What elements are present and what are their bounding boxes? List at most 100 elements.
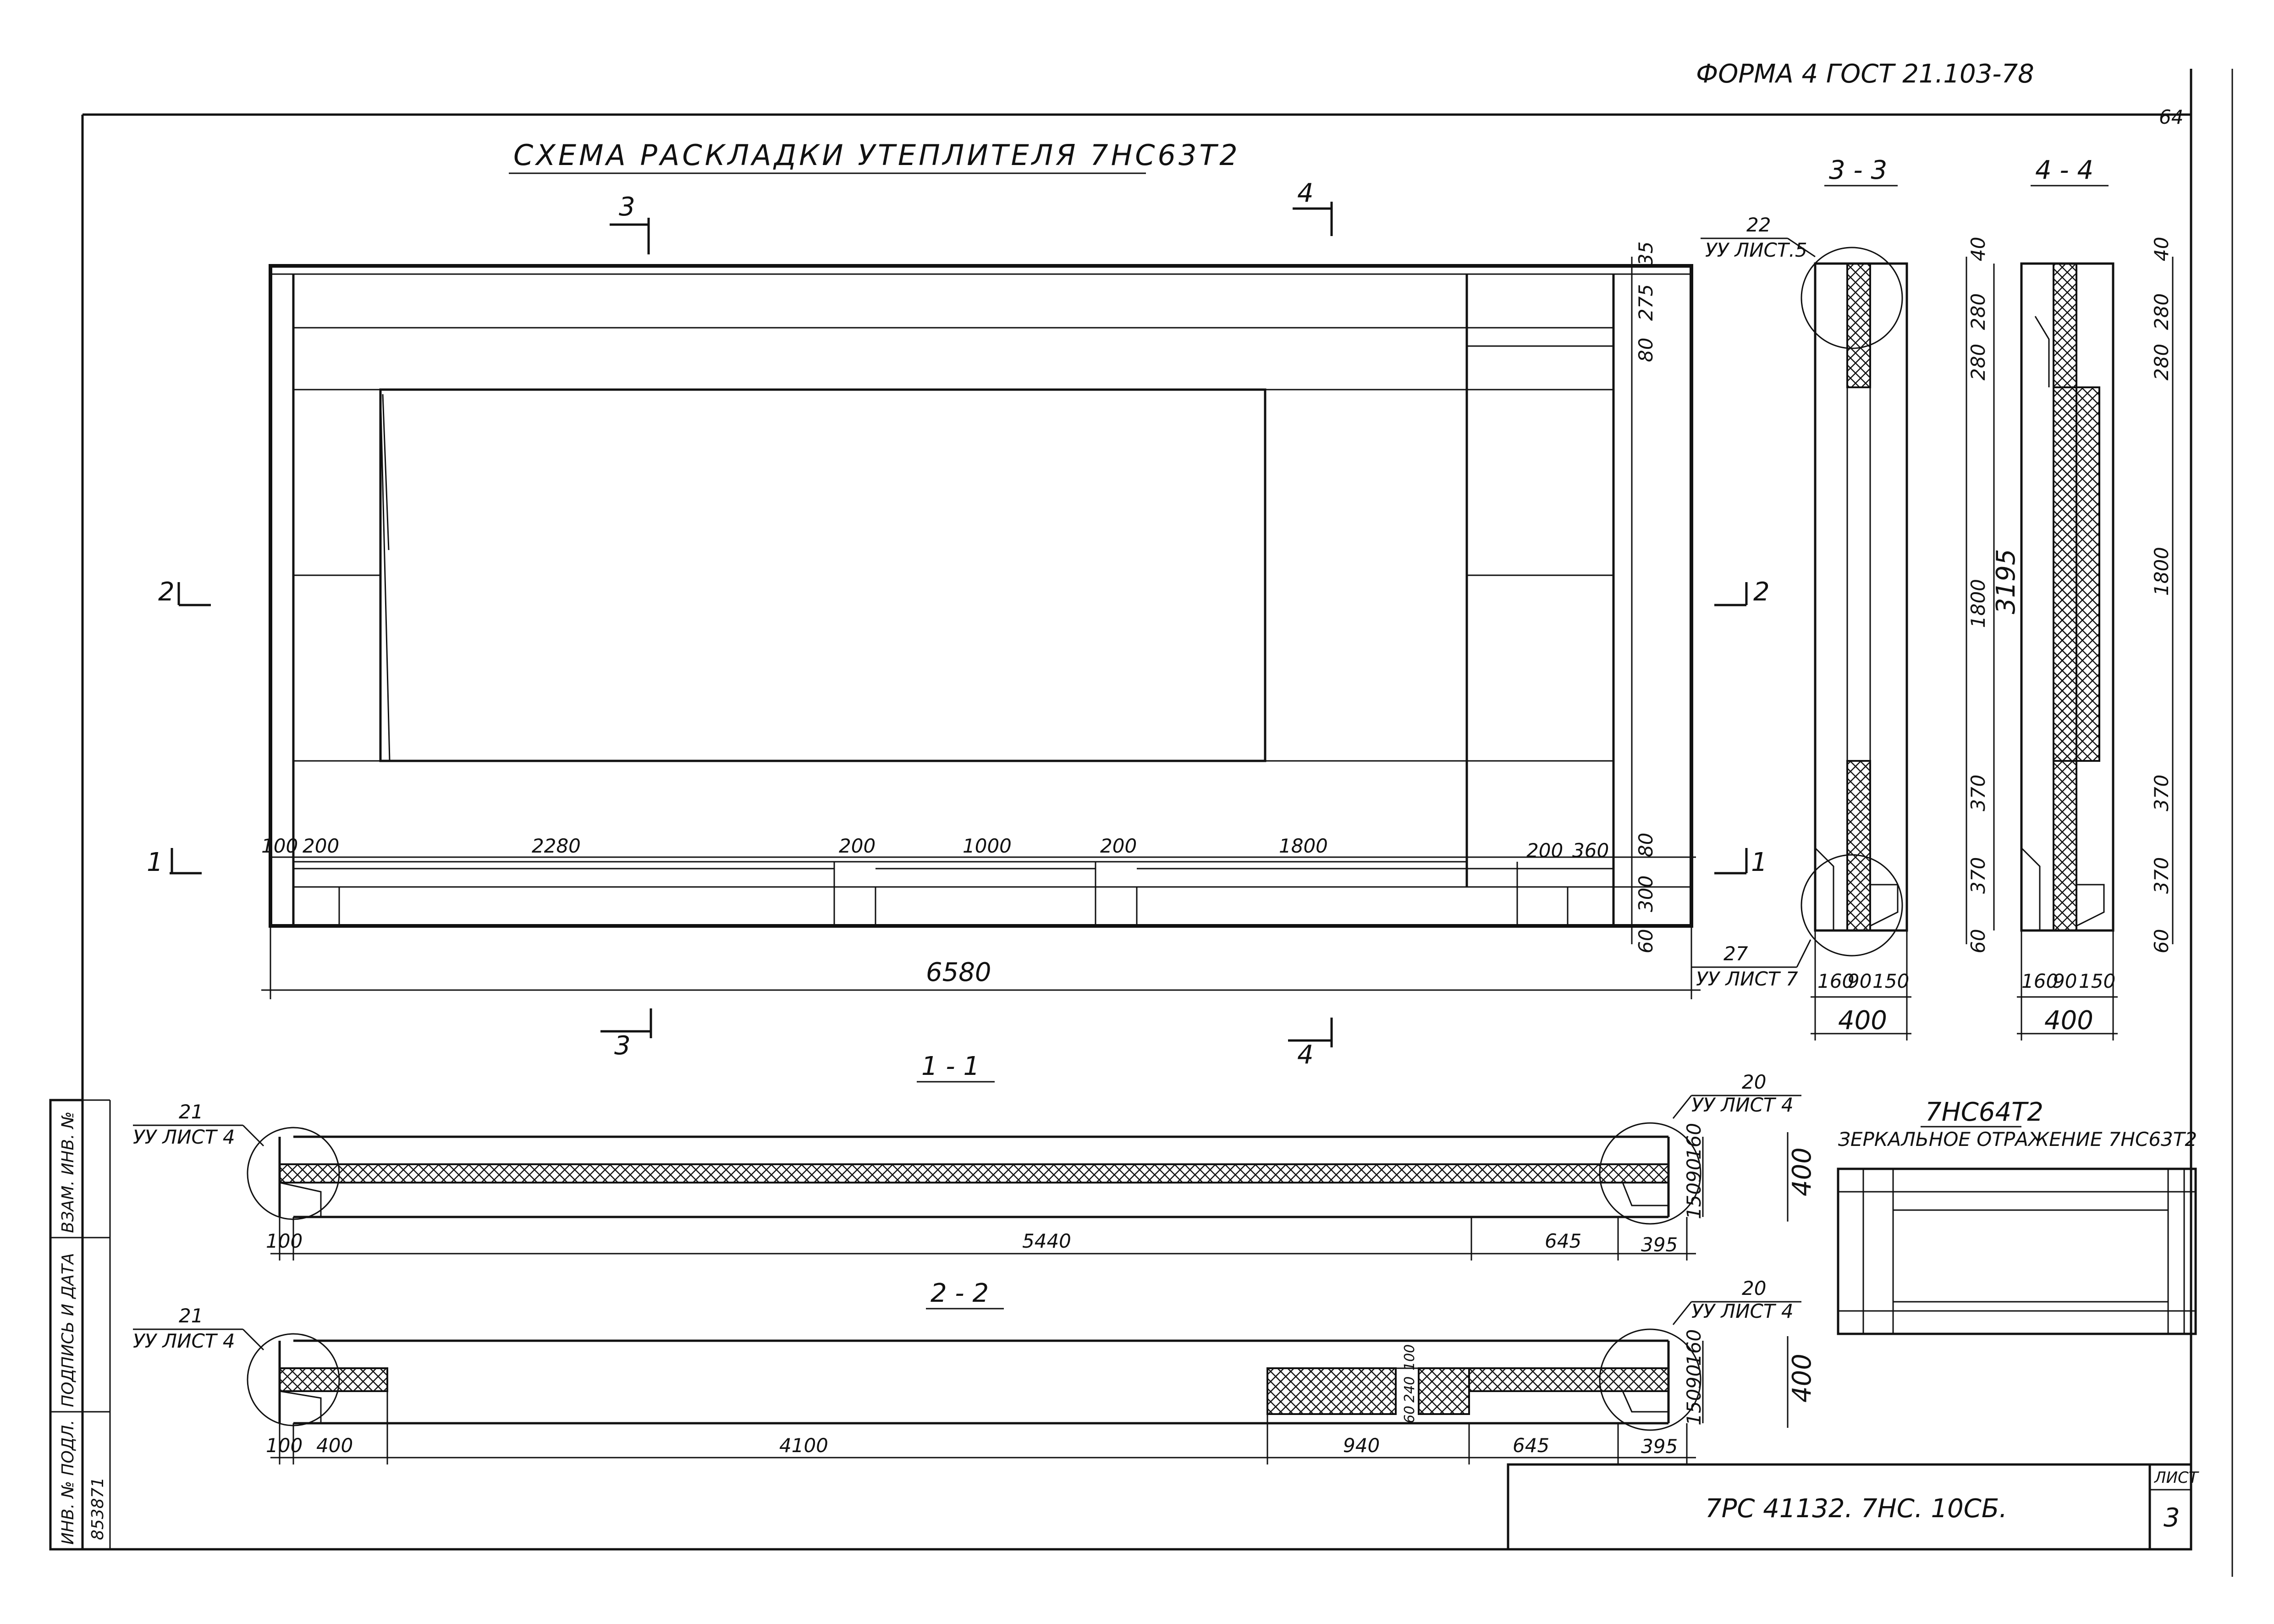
sheet-frame <box>81 69 2233 1577</box>
section-1-1: 1 - 1 21 УУ ЛИСТ 4 20 УУ ЛИСТ 4 150 90 1… <box>133 1051 1817 1261</box>
panel-plan-view: СХЕМА РАСКЛАДКИ УТЕПЛИТЕЛЯ 7НС63Т2 <box>147 138 1770 1070</box>
sec11-title: 1 - 1 <box>921 1051 980 1081</box>
svg-text:150: 150 <box>1872 970 1909 992</box>
svg-text:27: 27 <box>1723 942 1748 965</box>
svg-text:645: 645 <box>1513 1434 1549 1457</box>
svg-text:60: 60 <box>1635 929 1657 953</box>
strip-inv-orig: ИНВ. № ПОДЛ. <box>59 1420 77 1545</box>
svg-text:150: 150 <box>1683 1183 1705 1219</box>
svg-text:395: 395 <box>1641 1233 1678 1256</box>
svg-text:400: 400 <box>1787 1354 1817 1403</box>
svg-text:100: 100 <box>1402 1344 1418 1371</box>
svg-text:160: 160 <box>1683 1123 1705 1160</box>
svg-text:УУ ЛИСТ 7: УУ ЛИСТ 7 <box>1696 968 1798 990</box>
svg-text:2: 2 <box>158 577 175 607</box>
svg-text:275: 275 <box>1635 284 1657 321</box>
svg-text:5440: 5440 <box>1022 1230 1071 1252</box>
svg-text:280: 280 <box>2150 344 2173 380</box>
svg-text:160: 160 <box>1683 1329 1705 1366</box>
mirror-panel-note: 7НС64Т2 ЗЕРКАЛЬНОЕ ОТРАЖЕНИЕ 7НС63Т2 <box>1837 1097 2197 1335</box>
svg-text:370: 370 <box>2150 775 2173 811</box>
svg-text:400: 400 <box>1838 1006 1887 1035</box>
svg-text:1000: 1000 <box>963 835 1012 857</box>
svg-text:60: 60 <box>2150 929 2173 953</box>
svg-text:200: 200 <box>303 835 339 857</box>
form-header: ФОРМА 4 ГОСТ 21.103-78 <box>1696 59 2034 89</box>
svg-text:90: 90 <box>1683 1158 1705 1183</box>
svg-text:60: 60 <box>1402 1406 1418 1423</box>
svg-text:645: 645 <box>1545 1230 1581 1252</box>
section-mark-2-right: 2 <box>1714 577 1770 607</box>
svg-text:150: 150 <box>2079 970 2115 992</box>
svg-text:4100: 4100 <box>779 1434 828 1457</box>
svg-text:4: 4 <box>1297 1040 1314 1070</box>
svg-text:2: 2 <box>1753 577 1770 607</box>
svg-text:100: 100 <box>266 1434 303 1457</box>
svg-text:150: 150 <box>1683 1389 1705 1426</box>
svg-text:300: 300 <box>1635 875 1657 912</box>
svg-text:395: 395 <box>1641 1435 1678 1458</box>
svg-text:2280: 2280 <box>532 835 581 857</box>
svg-text:400: 400 <box>316 1434 353 1457</box>
strip-inv-repl: ВЗАМ. ИНВ. № <box>59 1112 77 1233</box>
svg-text:280: 280 <box>2150 293 2173 330</box>
sec22-title: 2 - 2 <box>931 1278 989 1308</box>
svg-text:80: 80 <box>1635 833 1657 857</box>
title-block: 7РС 41132. 7НС. 10СБ. ЛИСТ 3 <box>1507 1463 2199 1551</box>
svg-text:60: 60 <box>1967 929 1989 953</box>
svg-text:280: 280 <box>1967 293 1989 330</box>
svg-text:21: 21 <box>179 1101 203 1123</box>
section-mark-4-bottom: 4 <box>1288 1018 1333 1070</box>
svg-text:360: 360 <box>1572 839 1609 862</box>
side-approval-strip: ВЗАМ. ИНВ. № ПОДПИСЬ И ДАТА ИНВ. № ПОДЛ.… <box>49 1099 111 1551</box>
window-opening <box>379 388 1266 762</box>
stamp-sheet-number: 3 <box>2164 1503 2180 1533</box>
svg-text:1: 1 <box>147 848 163 877</box>
plan-overall-length: 6580 <box>926 958 991 987</box>
svg-text:370: 370 <box>1967 775 1989 811</box>
svg-text:100: 100 <box>261 835 298 857</box>
svg-text:280: 280 <box>1967 344 1989 380</box>
plan-title: СХЕМА РАСКЛАДКИ УТЕПЛИТЕЛЯ 7НС63Т2 <box>513 138 1240 172</box>
sec44-title: 4 - 4 <box>2035 155 2093 185</box>
svg-text:20: 20 <box>1742 1277 1766 1299</box>
sheet-corner-number: 64 <box>2159 106 2183 128</box>
mirror-note: ЗЕРКАЛЬНОЕ ОТРАЖЕНИЕ 7НС63Т2 <box>1838 1128 2197 1151</box>
section-mark-3-top: 3 <box>610 192 650 254</box>
svg-text:УУ ЛИСТ 4: УУ ЛИСТ 4 <box>133 1126 235 1148</box>
strip-sign-date: ПОДПИСЬ И ДАТА <box>59 1253 77 1407</box>
svg-text:90: 90 <box>1847 970 1872 992</box>
stamp-designation: 7РС 41132. 7НС. 10СБ. <box>1705 1494 2007 1524</box>
plan-right-dims: 35 275 80 80 300 60 <box>1631 242 1657 953</box>
svg-text:20: 20 <box>1742 1071 1766 1093</box>
sec33-title: 3 - 3 <box>1829 155 1887 185</box>
svg-text:160: 160 <box>1817 970 1854 992</box>
svg-text:160: 160 <box>2021 970 2058 992</box>
svg-text:370: 370 <box>2150 857 2173 894</box>
svg-text:35: 35 <box>1635 242 1657 266</box>
section-mark-4-top: 4 <box>1293 178 1333 236</box>
svg-text:3: 3 <box>614 1031 631 1061</box>
svg-text:1800: 1800 <box>1279 835 1328 857</box>
svg-text:400: 400 <box>2044 1006 2093 1035</box>
svg-text:940: 940 <box>1343 1434 1380 1457</box>
svg-text:22: 22 <box>1746 214 1771 236</box>
plan-bottom-dims: 100 200 2280 200 1000 200 1800 200 360 <box>261 835 1696 862</box>
svg-text:40: 40 <box>2150 237 2173 261</box>
section-2-2: 2 - 2 21 УУ ЛИСТ 4 20 УУ ЛИСТ 4 60 240 1… <box>133 1277 1817 1464</box>
svg-text:90: 90 <box>2053 970 2077 992</box>
svg-text:3195: 3195 <box>1991 549 2021 614</box>
section-mark-1-left: 1 <box>147 848 202 877</box>
svg-text:240: 240 <box>1402 1376 1418 1403</box>
strip-inv-number: 853871 <box>88 1477 107 1540</box>
svg-text:3: 3 <box>619 192 635 222</box>
svg-text:УУ ЛИСТ 4: УУ ЛИСТ 4 <box>1691 1300 1794 1322</box>
svg-text:200: 200 <box>839 835 875 857</box>
svg-text:90: 90 <box>1683 1365 1705 1389</box>
section-4-4: 4 - 4 40 280 280 1800 370 370 60 160 90 … <box>2017 155 2174 1040</box>
svg-text:370: 370 <box>1967 857 1989 894</box>
svg-text:УУ ЛИСТ 4: УУ ЛИСТ 4 <box>133 1330 235 1352</box>
svg-text:100: 100 <box>266 1230 303 1252</box>
mirror-code: 7НС64Т2 <box>1925 1097 2043 1127</box>
